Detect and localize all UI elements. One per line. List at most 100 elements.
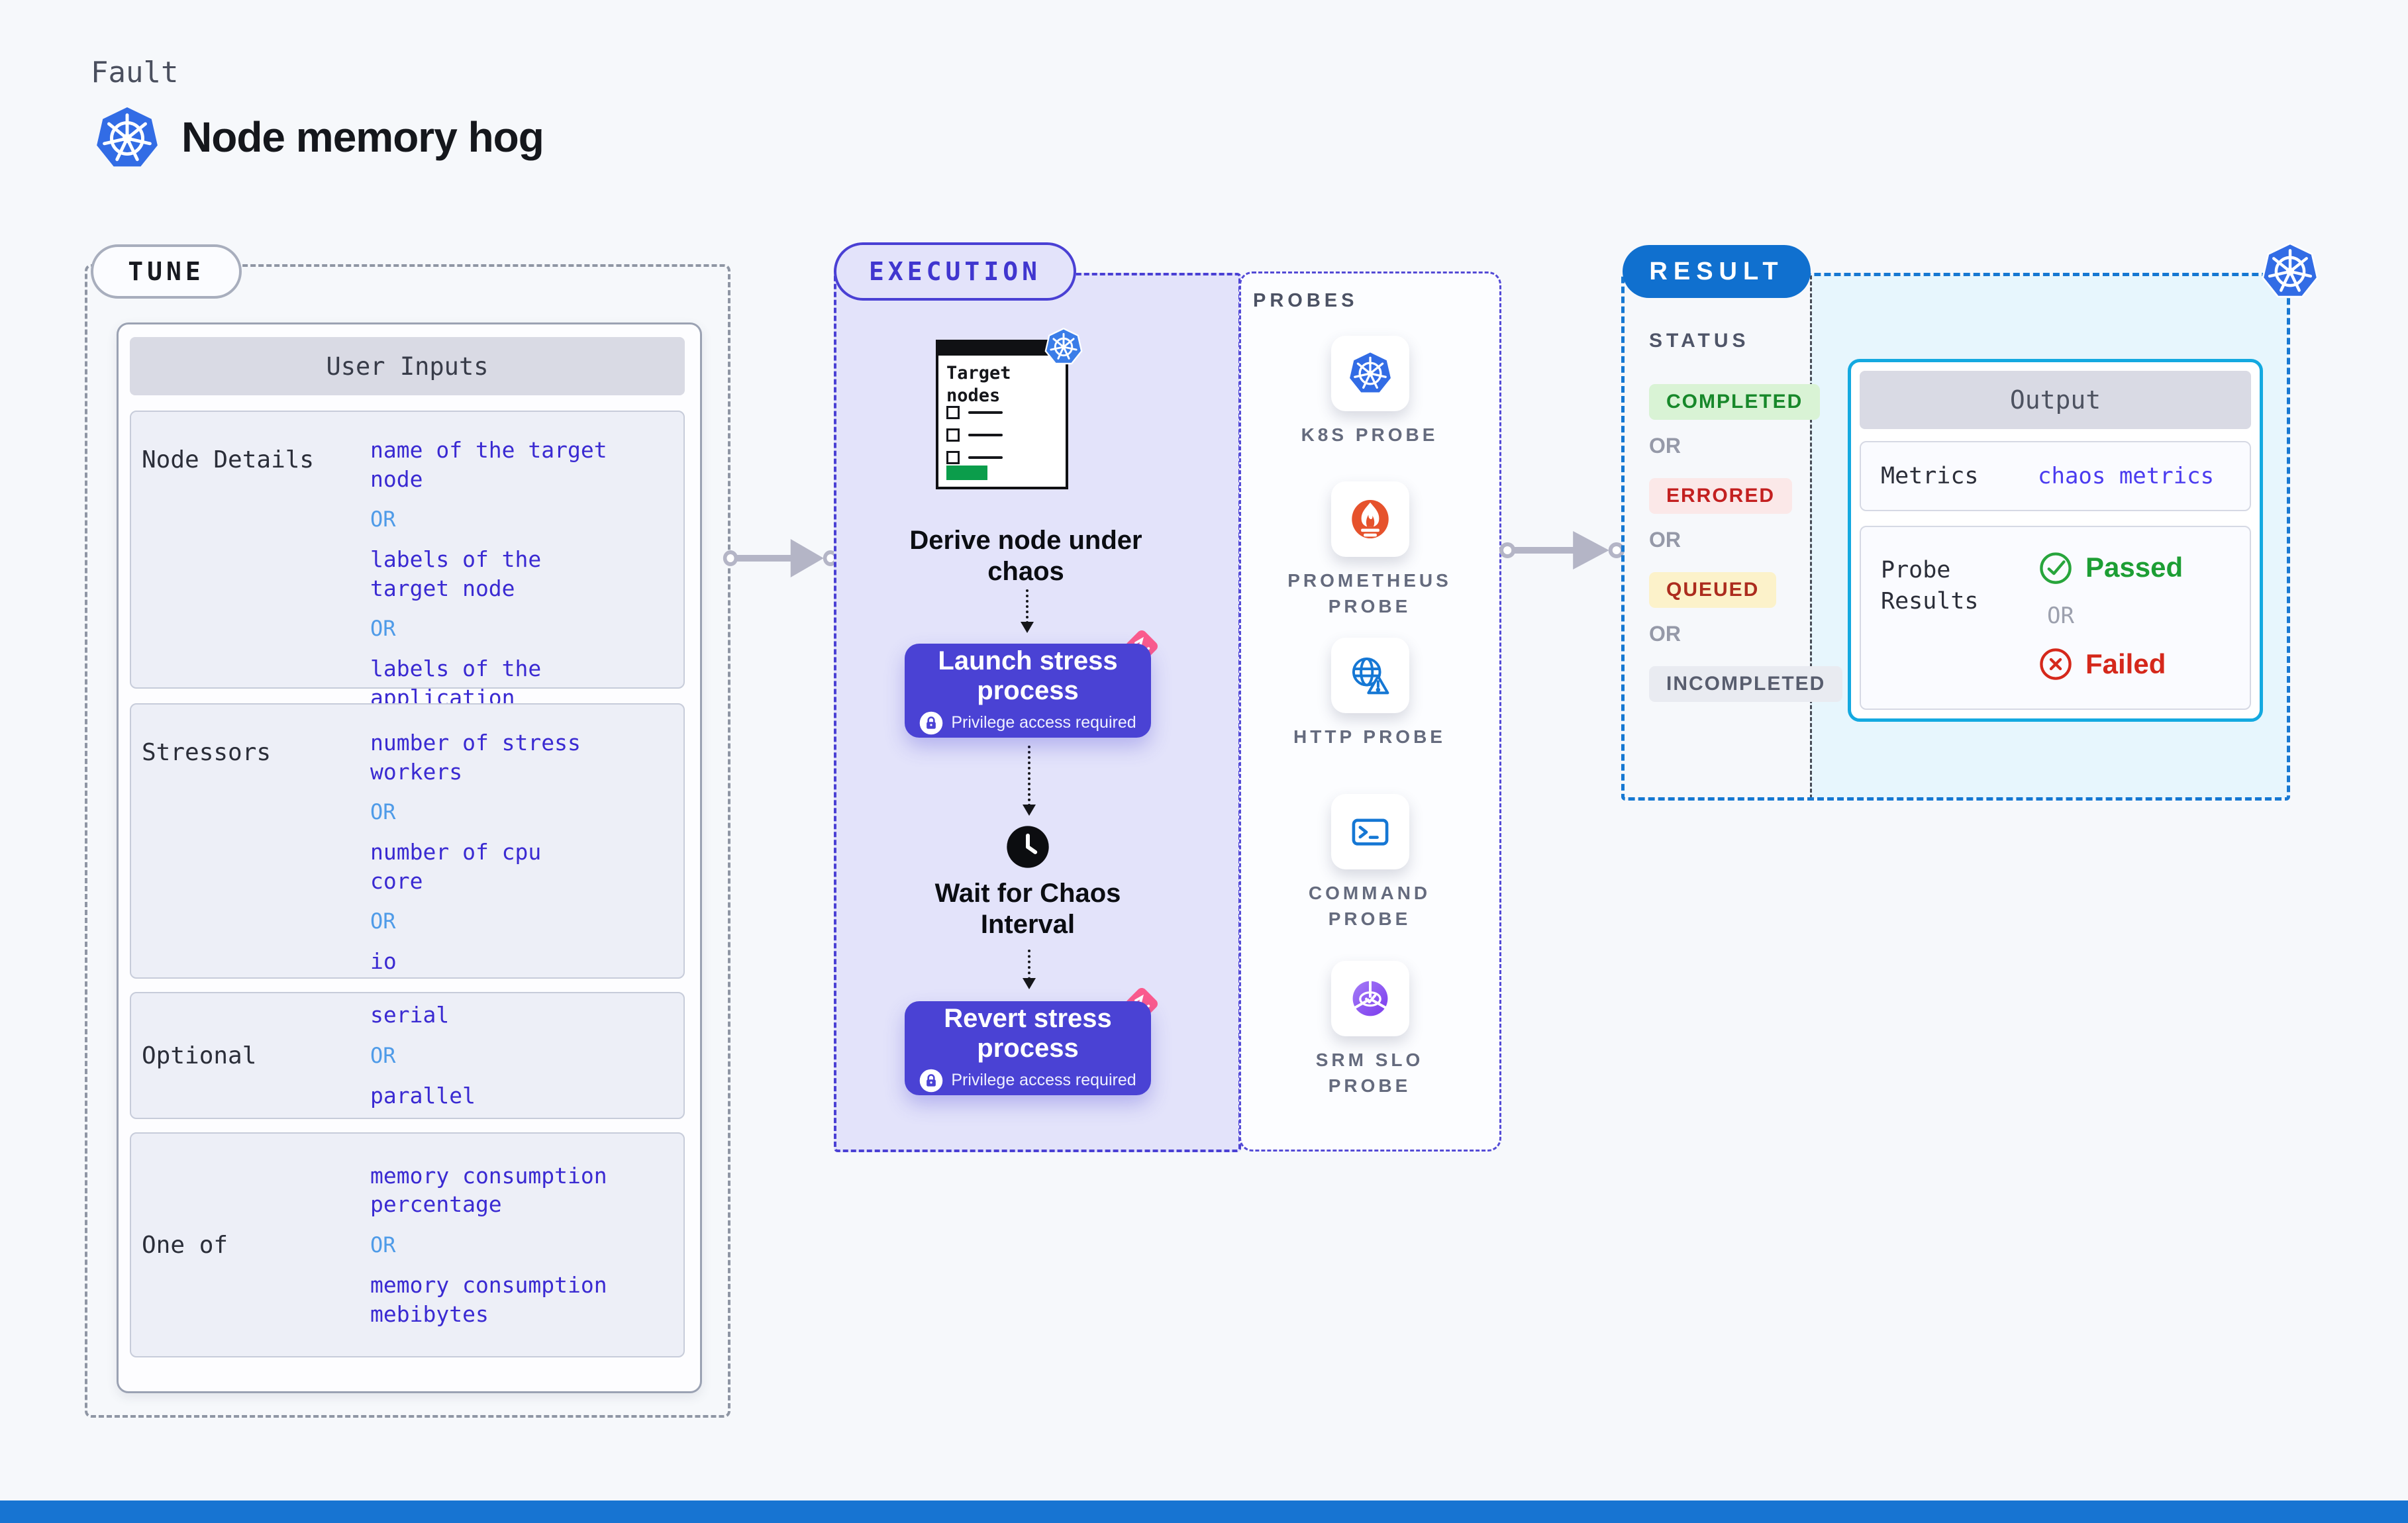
checkbox-row	[946, 406, 1003, 419]
line	[968, 434, 1003, 436]
window-titlebar	[938, 342, 1066, 356]
privilege-note: Privilege access required	[919, 1069, 1136, 1093]
or-separator: OR	[1649, 434, 1681, 458]
probe-label: K8S PROBE	[1301, 424, 1438, 445]
revert-stress-process-step: Revert stress process Privilege access r…	[905, 1001, 1151, 1095]
probe-label: SRM SLO PROBE	[1315, 1050, 1424, 1097]
checkbox-row	[946, 428, 1003, 442]
table-row-stressors: Stressors number of stress workers OR nu…	[130, 703, 685, 979]
dotted-arrow-down	[1023, 746, 1036, 816]
fault-kicker: Fault	[91, 56, 179, 89]
row-value: number of cpu core	[370, 839, 542, 894]
checkbox-icon	[946, 428, 960, 442]
line	[968, 411, 1003, 414]
dotted-arrow-down	[1023, 950, 1036, 989]
lock-icon	[920, 1069, 943, 1093]
privilege-note: Privilege access required	[919, 711, 1136, 735]
dotted-arrow-down	[1021, 589, 1034, 633]
probe-tile-http	[1331, 638, 1409, 713]
or-separator: OR	[1649, 528, 1681, 552]
kubernetes-icon	[95, 106, 160, 171]
status-badge-incompleted: INCOMPLETED	[1649, 666, 1843, 702]
row-value: labels of the target node	[370, 546, 542, 601]
passed-item: Passed	[2038, 550, 2183, 585]
row-value: io	[370, 948, 397, 975]
probe-label: PROMETHEUS PROBE	[1287, 570, 1452, 617]
target-nodes-window: Target nodes	[936, 340, 1068, 489]
http-globe-icon	[1352, 657, 1389, 695]
row-label: Probe Results	[1881, 557, 1979, 615]
kubernetes-icon	[1350, 352, 1391, 393]
output-row-probe-results: Probe Results Passed OR Failed	[1860, 526, 2251, 710]
row-values: name of the target node OR labels of the…	[370, 412, 683, 768]
row-values: number of stress workers OR number of cp…	[370, 705, 581, 977]
or-separator: OR	[370, 1043, 396, 1068]
output-header: Output	[1860, 371, 2251, 429]
row-value: parallel	[370, 1083, 476, 1108]
row-values: memory consumption percentage OR memory …	[370, 1161, 607, 1328]
slo-donut-icon	[1352, 980, 1388, 1016]
row-label: One of	[142, 1231, 228, 1259]
line	[968, 456, 1003, 459]
checkbox-icon	[946, 451, 960, 464]
probe-tile-srm-slo	[1331, 961, 1409, 1036]
result-pill: RESULT	[1623, 245, 1811, 298]
x-circle-icon	[2040, 648, 2072, 680]
checkbox-icon	[946, 406, 960, 419]
check-circle-icon	[2040, 552, 2072, 584]
lock-icon	[920, 711, 943, 735]
row-label: Optional	[142, 1042, 257, 1069]
terminal-icon	[1352, 818, 1389, 846]
row-value: memory consumption percentage	[370, 1162, 607, 1218]
or-separator: OR	[370, 909, 396, 934]
bottom-accent-bar	[0, 1500, 2408, 1523]
wait-chaos-caption: Wait for Chaos Interval	[934, 879, 1121, 940]
user-inputs-header: User Inputs	[130, 337, 685, 395]
row-label: Stressors	[142, 739, 272, 766]
table-row-node-details: Node Details name of the target node OR …	[130, 411, 685, 768]
step-label: Revert stress process	[944, 1004, 1112, 1063]
probe-tile-prometheus	[1331, 481, 1409, 557]
prometheus-icon	[1352, 499, 1389, 539]
derive-node-caption: Derive node under chaos	[909, 526, 1142, 587]
kubernetes-icon	[2261, 242, 2319, 301]
or-separator: OR	[2047, 603, 2074, 629]
window-title: Target nodes	[946, 363, 1011, 406]
or-separator: OR	[370, 799, 396, 825]
flow-arrow-execution-to-result	[1498, 520, 1625, 580]
row-value: number of stress workers	[370, 730, 581, 785]
status-badge-completed: COMPLETED	[1649, 384, 1821, 420]
probe-label: COMMAND PROBE	[1308, 883, 1431, 930]
status-column-title: STATUS	[1649, 330, 1750, 352]
tune-pill: TUNE	[91, 244, 242, 299]
page-title: Node memory hog	[181, 113, 544, 161]
passed-label: Passed	[2085, 552, 2183, 583]
privilege-note-text: Privilege access required	[951, 713, 1136, 732]
launch-stress-process-step: Launch stress process Privilege access r…	[905, 644, 1151, 738]
row-value: name of the target node	[370, 437, 607, 492]
metrics-value: chaos metrics	[2038, 463, 2215, 489]
or-separator: OR	[370, 1232, 396, 1257]
execution-pill: EXECUTION	[834, 242, 1076, 301]
table-row-optional: Optional serial OR parallel	[130, 992, 685, 1119]
result-section	[1621, 273, 2290, 801]
status-badge-errored: ERRORED	[1649, 478, 1793, 514]
clock-icon	[1006, 825, 1050, 869]
table-row-one-of: One of memory consumption percentage OR …	[130, 1132, 685, 1357]
row-label: Node Details	[142, 446, 315, 473]
row-label: Metrics	[1881, 463, 1979, 489]
step-label: Launch stress process	[938, 646, 1118, 705]
or-separator: OR	[1649, 622, 1681, 646]
status-badge-queued: QUEUED	[1649, 572, 1777, 608]
probes-title: PROBES	[1253, 290, 1358, 311]
kubernetes-icon	[1044, 327, 1083, 366]
or-separator: OR	[370, 616, 396, 642]
row-value: serial	[370, 1002, 450, 1028]
probe-label: HTTP PROBE	[1293, 726, 1446, 747]
row-value: memory consumption mebibytes	[370, 1272, 607, 1327]
or-separator: OR	[370, 507, 396, 532]
failed-label: Failed	[2085, 648, 2166, 679]
failed-item: Failed	[2038, 646, 2183, 682]
output-row-metrics: Metrics chaos metrics	[1860, 441, 2251, 511]
